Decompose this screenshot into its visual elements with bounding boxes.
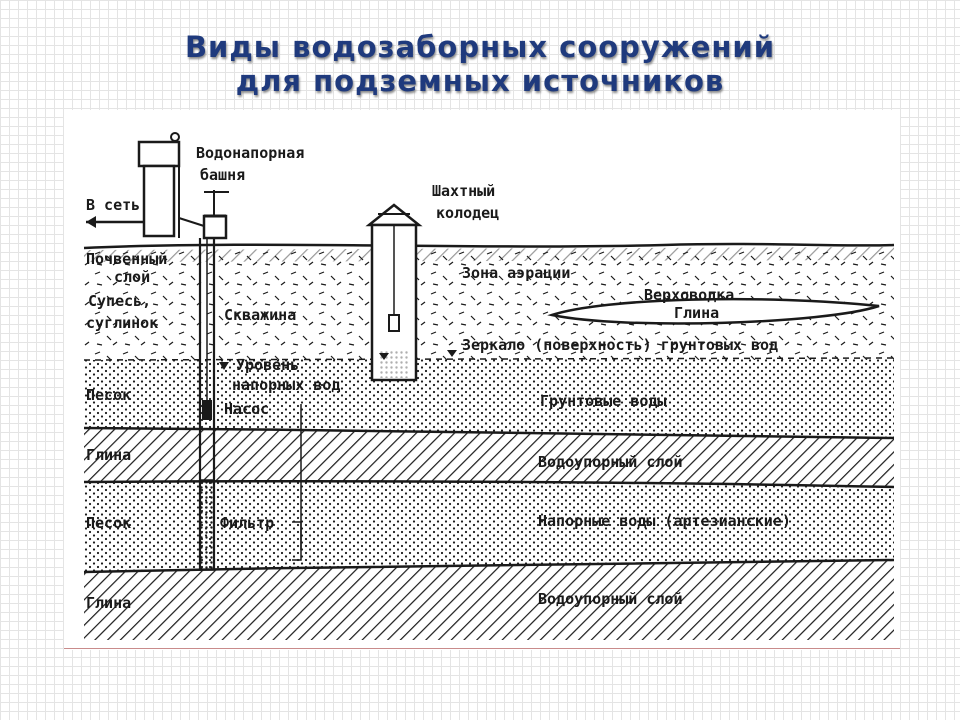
label-soil-layer-1: Почвенный [86, 250, 167, 268]
label-to-network: В сеть [86, 196, 140, 214]
label-sand-1: Песок [86, 386, 131, 404]
sand-layer-1 [84, 358, 894, 438]
aquifer-diagram-svg: Водонапорная башня В сеть Шахтный колоде… [83, 132, 895, 640]
filter-pointer [292, 521, 302, 561]
label-water-tower-1: Водонапорная [196, 144, 304, 162]
aeration-zone-layer [84, 245, 894, 360]
groundwater-mirror-marker [447, 350, 457, 357]
groundwater-mirror-line [83, 357, 895, 361]
pump-house [178, 190, 229, 240]
bottom-rule [64, 648, 900, 649]
label-clay-2: Глина [86, 594, 131, 612]
label-filter: Фильтр [220, 514, 274, 532]
label-groundwater-mirror: Зеркало (поверхность) грунтовых вод [462, 336, 778, 354]
to-network-arrow [86, 216, 144, 228]
label-mine-well-1: Шахтный [432, 182, 495, 200]
label-aquiclude-1: Водоупорный слой [538, 453, 683, 471]
label-aquiclude-2: Водоупорный слой [538, 590, 683, 608]
aquifer-diagram: Водонапорная башня В сеть Шахтный колоде… [64, 110, 900, 650]
label-pump: Насос [224, 400, 269, 418]
slide-title: Виды водозаборных сооружений для подземн… [0, 30, 960, 98]
label-sandy-loam-2: суглинок [86, 314, 158, 332]
label-clay-1: Глина [86, 446, 131, 464]
borehole-filter [199, 479, 215, 571]
water-tower [137, 132, 181, 238]
label-sand-2: Песок [86, 514, 131, 532]
title-line-2: для подземных источников [235, 64, 725, 98]
label-soil-layer-2: слой [114, 268, 150, 286]
mine-well [365, 203, 423, 382]
label-groundwater: Грунтовые воды [540, 392, 666, 410]
clay-1-top-line [83, 426, 895, 440]
pressure-level-marker [219, 362, 229, 370]
sand-layer-2 [84, 481, 894, 572]
clay-layer-1 [84, 428, 894, 487]
clay-layer-2 [84, 560, 894, 640]
label-borehole: Скважина [224, 306, 296, 324]
label-mine-well-2: колодец [436, 204, 499, 222]
ground-surface-line [83, 242, 895, 250]
perched-water-lens [547, 297, 880, 325]
title-line-1: Виды водозаборных сооружений [184, 30, 776, 64]
pump-body [202, 400, 212, 420]
soil-layer-strip [84, 247, 894, 262]
label-pressure-level-1: Уровень [236, 356, 299, 374]
borehole [198, 238, 229, 571]
label-perched-clay: Глина [674, 304, 719, 322]
label-pressure-level-2: напорных вод [232, 376, 340, 394]
label-perched-water: Верховодка [644, 286, 734, 304]
label-pressure-waters: Напорные воды (артезианские) [538, 512, 791, 530]
label-water-tower-2: башня [200, 166, 245, 184]
label-aeration-zone: Зона аэрации [462, 264, 570, 282]
label-sandy-loam-1: Супесь, [88, 292, 151, 310]
